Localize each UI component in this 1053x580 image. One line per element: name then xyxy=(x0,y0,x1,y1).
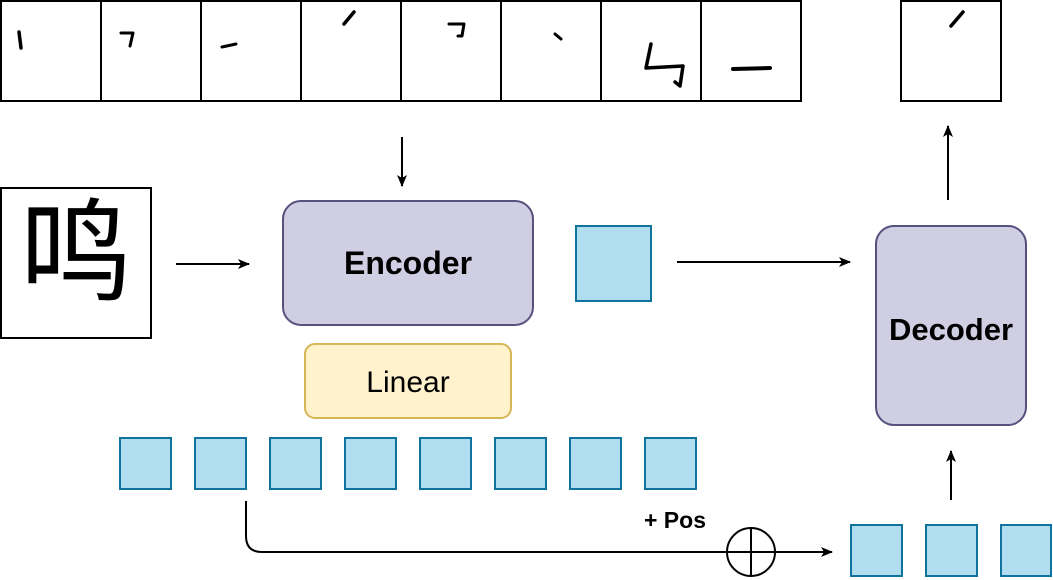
decoder-label: Decoder xyxy=(889,312,1013,347)
stroke-glyph-dian xyxy=(553,32,563,41)
stroke-cell xyxy=(500,0,602,102)
linear-block xyxy=(304,343,512,419)
stroke-glyph-shu xyxy=(17,30,23,50)
stroke-cell xyxy=(0,0,102,102)
stroke-glyph-shuzhezhegou xyxy=(644,42,685,88)
stroke-glyph-heng xyxy=(731,66,772,71)
output-stroke-cell xyxy=(900,0,1002,102)
positional-encoding-label: + Pos xyxy=(644,507,706,533)
encoder-label: Encoder xyxy=(344,245,472,281)
stroke-glyph-hengzhegou xyxy=(447,22,466,38)
arrow-token-to-decoder-inputs xyxy=(245,501,833,557)
stroke-glyph-hengzhe xyxy=(119,31,135,48)
token-embedding xyxy=(344,437,397,490)
decoder-input-embedding xyxy=(850,524,903,577)
token-embedding xyxy=(569,437,622,490)
predicted-stroke-glyph xyxy=(949,10,965,28)
predicted-stroke-output xyxy=(900,0,1002,102)
stroke-cell xyxy=(400,0,502,102)
encoder-output-embedding xyxy=(575,225,652,302)
stroke-cell xyxy=(200,0,302,102)
token-embedding xyxy=(494,437,547,490)
stroke-token-embeddings xyxy=(119,437,697,490)
decoder-block xyxy=(875,225,1027,426)
stroke-cell xyxy=(700,0,802,102)
linear-label: Linear xyxy=(366,366,449,399)
stroke-glyph-pie xyxy=(342,10,356,26)
token-embedding xyxy=(419,437,472,490)
token-embedding xyxy=(644,437,697,490)
token-embedding xyxy=(119,437,172,490)
decoder-input-embeddings xyxy=(850,524,1052,577)
character-glyph: 鸣 xyxy=(20,189,132,319)
character-image-frame xyxy=(0,187,152,339)
decoder-input-embedding xyxy=(925,524,978,577)
decoder-input-embedding xyxy=(1000,524,1052,577)
token-embedding xyxy=(269,437,322,490)
input-stroke-sequence xyxy=(0,0,802,102)
character-image: 鸣 xyxy=(0,187,152,339)
stroke-glyph-ti xyxy=(220,42,238,49)
encoder-block xyxy=(282,200,534,326)
stroke-cell xyxy=(100,0,202,102)
token-embedding xyxy=(194,437,247,490)
